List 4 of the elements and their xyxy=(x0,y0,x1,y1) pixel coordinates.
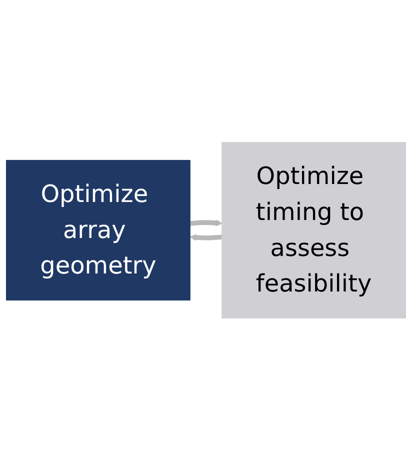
node-box: Optimize timing to assess feasibility xyxy=(222,142,406,319)
node-box: Optimize array geometry xyxy=(6,160,190,301)
arrow xyxy=(190,234,222,242)
arrow xyxy=(190,220,222,227)
